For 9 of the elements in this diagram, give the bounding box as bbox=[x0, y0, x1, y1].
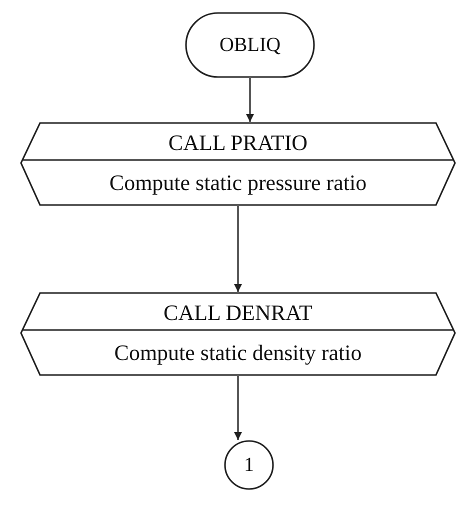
node-title: OBLIQ bbox=[219, 33, 281, 58]
node-description: Compute static pressure ratio bbox=[109, 170, 367, 196]
node-title: 1 bbox=[244, 453, 254, 478]
arrow bbox=[234, 206, 242, 292]
node-title: CALL PRATIO bbox=[168, 130, 308, 156]
node-description: Compute static density ratio bbox=[114, 340, 362, 366]
arrow bbox=[234, 376, 242, 440]
arrow bbox=[246, 78, 254, 122]
node-title: CALL DENRAT bbox=[164, 300, 312, 326]
